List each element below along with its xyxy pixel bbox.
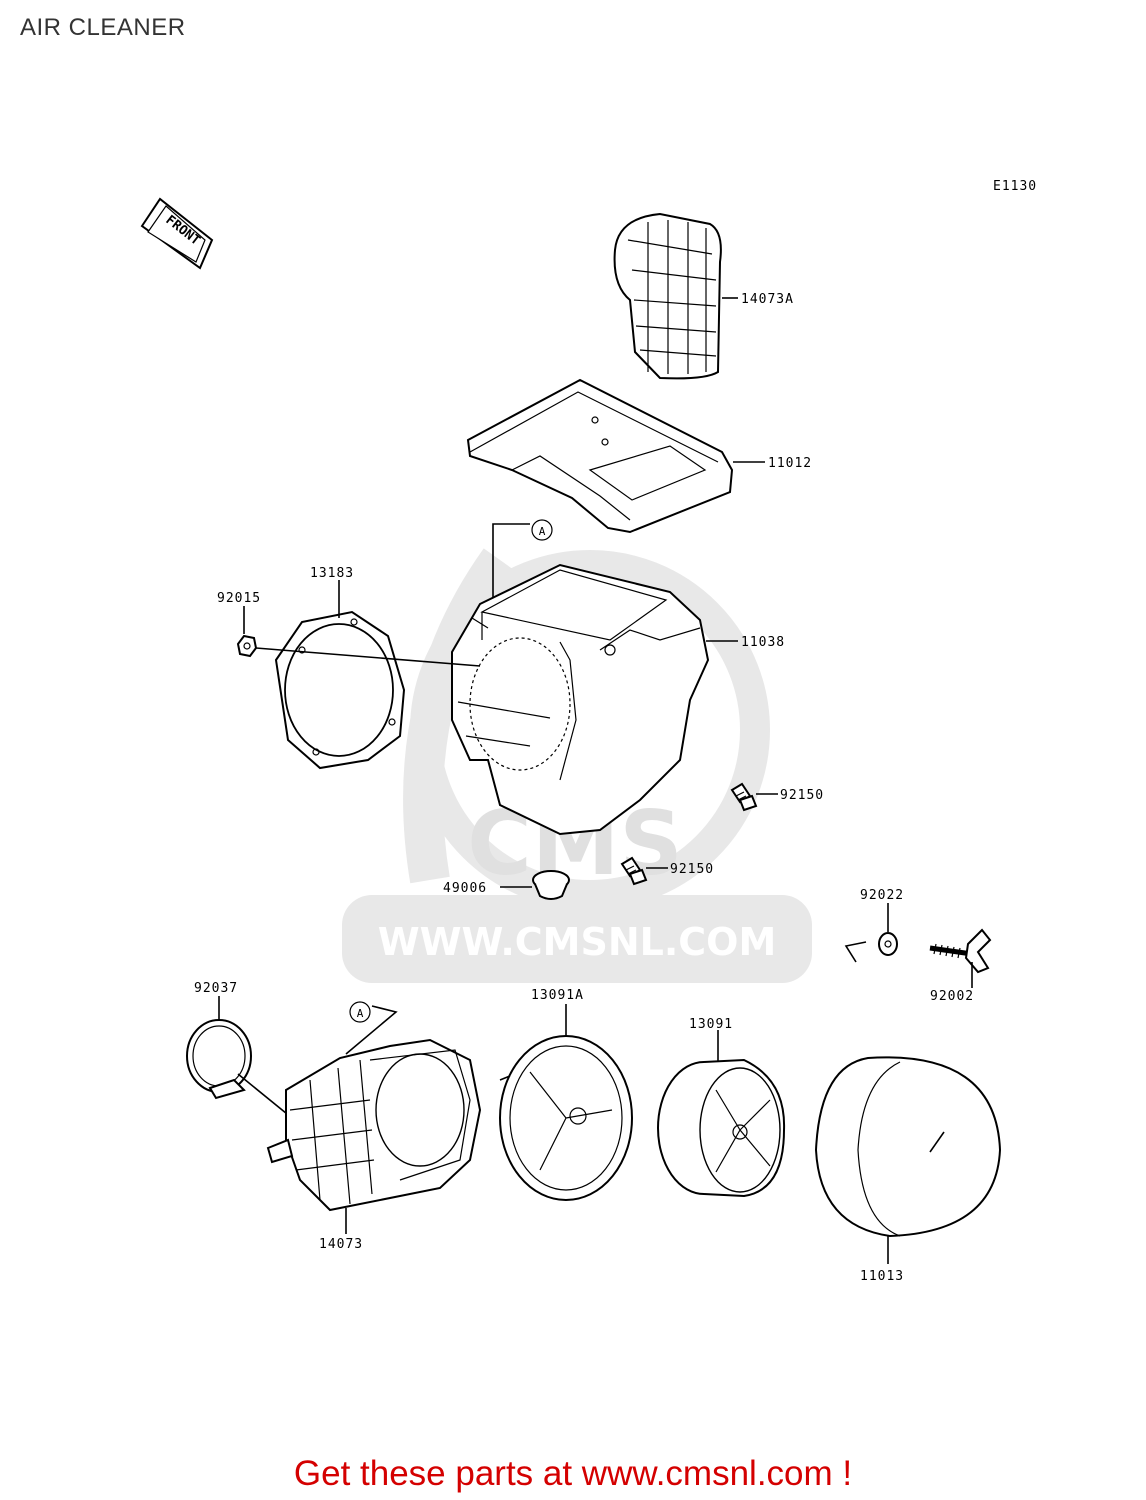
label-13091A: 13091A — [531, 988, 584, 1003]
label-11012: 11012 — [768, 456, 812, 471]
label-92002: 92002 — [930, 989, 974, 1004]
airbox-housing — [451, 563, 710, 836]
cmsnl-watermark: CMS WWW.CMSNL.COM — [342, 548, 812, 983]
filter-cage-13091 — [657, 1058, 786, 1198]
label-11013: 11013 — [860, 1269, 904, 1284]
label-14073: 14073 — [319, 1237, 363, 1252]
label-14073A: 14073A — [741, 292, 794, 307]
page-title: AIR CLEANER — [20, 14, 186, 41]
label-13183: 13183 — [310, 566, 354, 581]
label-92150-lower: 92150 — [670, 862, 714, 877]
intake-duct-lower — [266, 1038, 482, 1212]
watermark-url-text: WWW.CMSNL.COM — [378, 920, 777, 964]
label-49006: 49006 — [443, 881, 487, 896]
wing-bolt-92002 — [929, 928, 992, 974]
ref-a-bottom: A — [357, 1007, 364, 1020]
label-92150-upper: 92150 — [780, 788, 824, 803]
label-11038: 11038 — [741, 635, 785, 650]
front-arrow-icon: FRONT — [140, 197, 214, 270]
label-92037: 92037 — [194, 981, 238, 996]
airbox-cover — [466, 378, 734, 534]
label-13091: 13091 — [689, 1017, 733, 1032]
ref-a-top: A — [539, 525, 546, 538]
label-92015: 92015 — [217, 591, 261, 606]
label-92022: 92022 — [860, 888, 904, 903]
bolt-92150-lower — [620, 856, 648, 886]
air-filter-element-11013 — [814, 1056, 1002, 1238]
drain-cap-49006 — [532, 870, 570, 900]
buy-parts-link[interactable]: Get these parts at www.cmsnl.com ! — [293, 1454, 853, 1493]
intake-duct-top — [613, 212, 722, 380]
washer-92022 — [878, 932, 898, 956]
diagram-code: E1130 — [993, 179, 1037, 194]
gasket-plate — [274, 610, 406, 770]
nut-92015 — [236, 634, 258, 658]
clamp-92037 — [186, 1019, 252, 1100]
filter-holder-13091A — [499, 1035, 633, 1201]
bolt-92150-upper — [730, 782, 758, 812]
